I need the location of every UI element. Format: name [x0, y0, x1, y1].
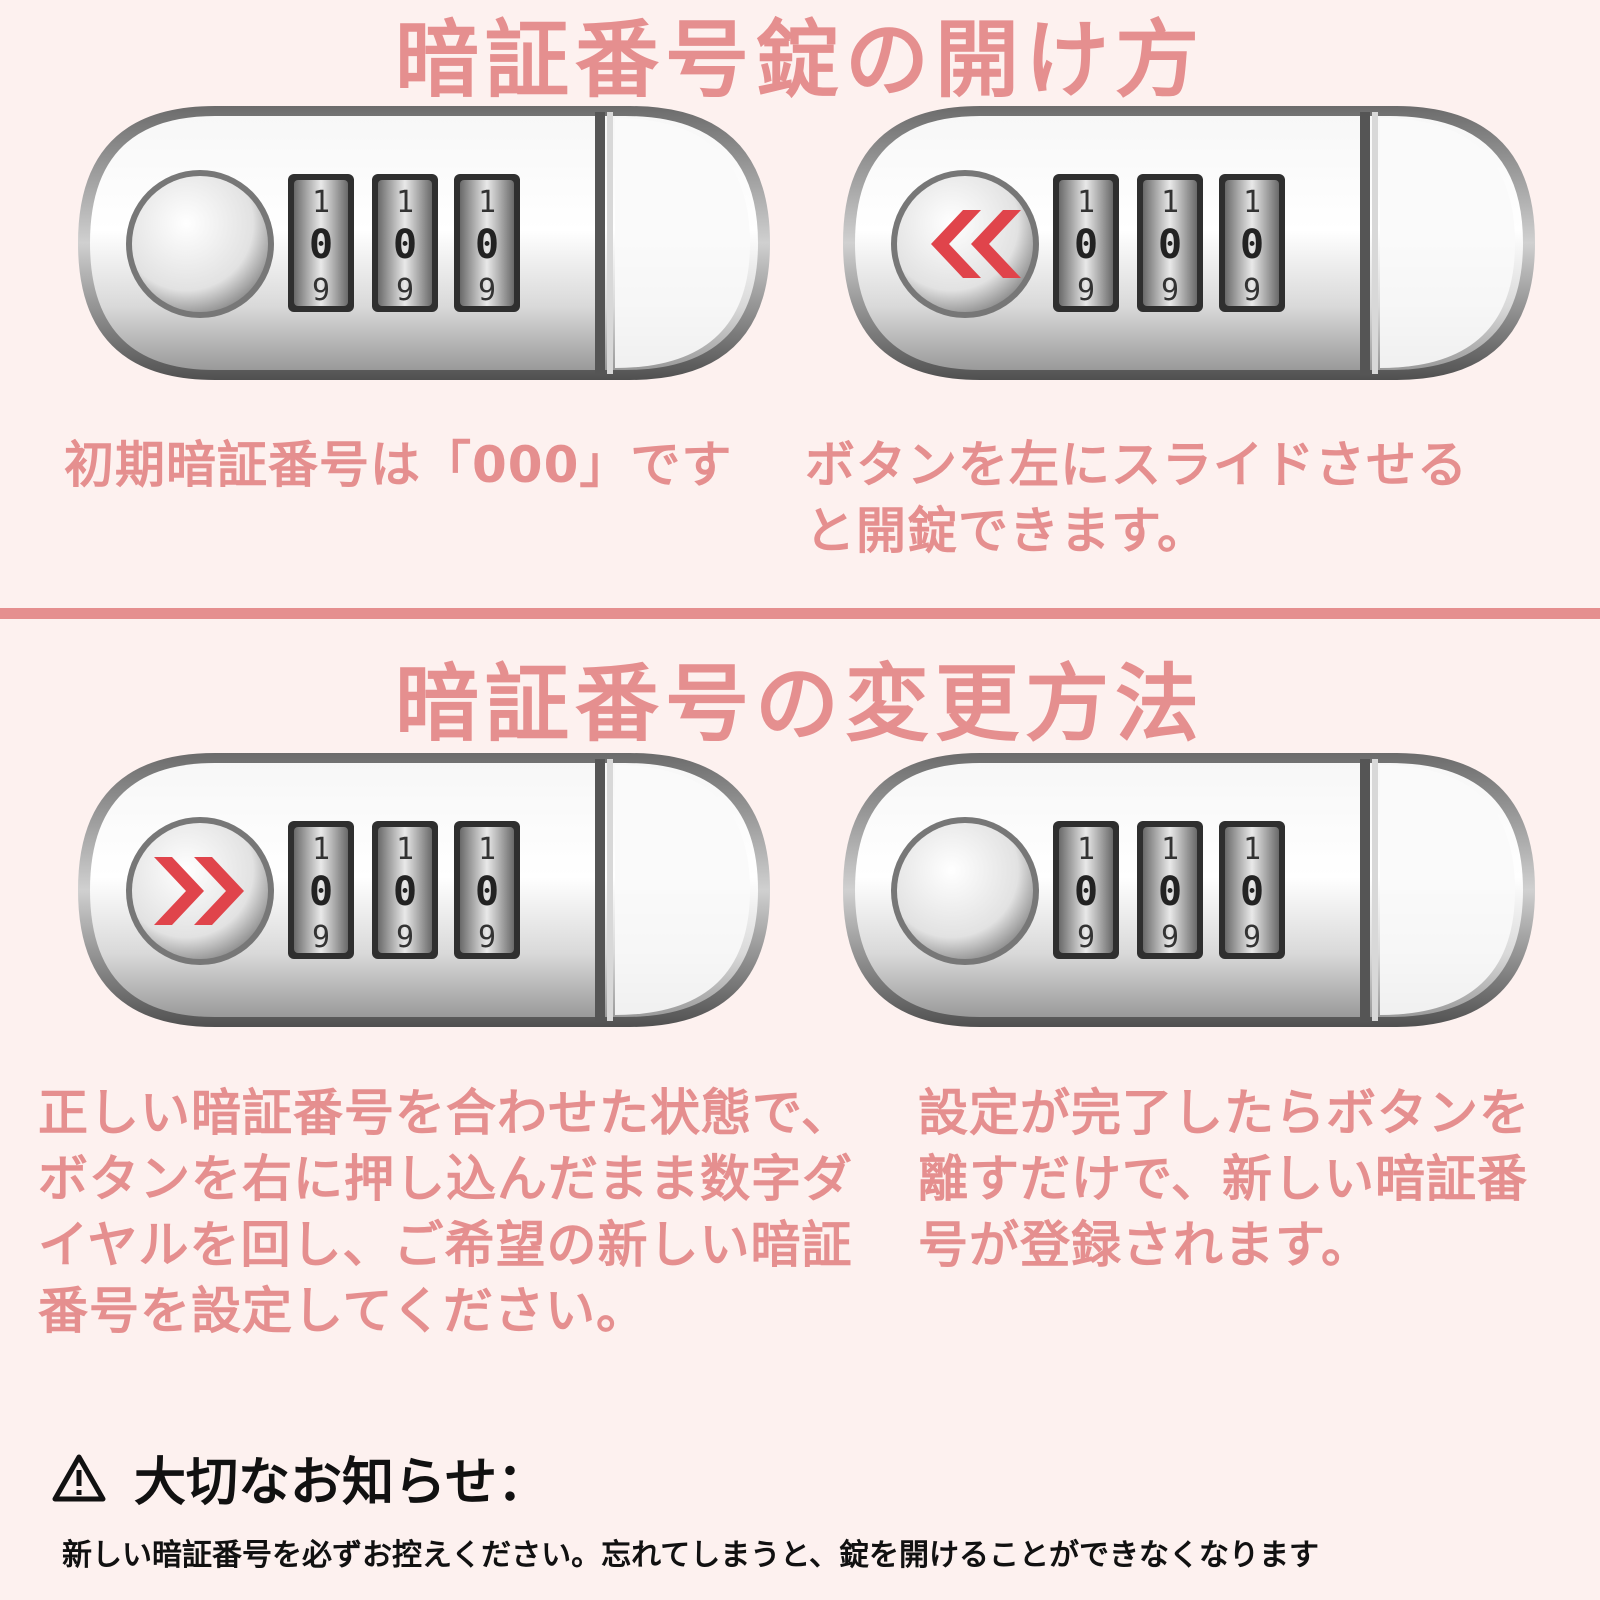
double-chevron-left-icon — [931, 210, 1021, 278]
section-divider — [0, 608, 1600, 619]
notice-title: 大切なお知らせ： — [134, 1453, 549, 1513]
caption-change-code: 正しい暗証番号を合わせた状態で、ボタンを右に押し込んだまま数字ダイヤルを回し、ご… — [38, 1084, 853, 1340]
lock-illustration-slide-left — [835, 98, 1555, 388]
lock-illustration-set — [835, 745, 1555, 1035]
lock-svg-3 — [70, 745, 790, 1035]
caption-slide-to-open: ボタンを左にスライドさせると開錠できます。 — [805, 436, 1468, 560]
section1-title: 暗証番号錠の開け方 — [394, 11, 1205, 109]
caption-release-button: 設定が完了したらボタンを離すだけで、新しい暗証番号が登録されます。 — [918, 1084, 1530, 1274]
caption-default-code: 初期暗証番号は「000」です — [64, 436, 733, 494]
lock-illustration-slide-right — [70, 745, 790, 1035]
section2-title: 暗証番号の変更方法 — [394, 655, 1205, 753]
lock-svg-1 — [70, 98, 790, 388]
double-chevron-right-icon — [154, 857, 244, 925]
lock-illustration-closed — [70, 98, 790, 388]
lock-svg-4 — [835, 745, 1555, 1035]
notice-heading: 大切なお知らせ： — [52, 1440, 549, 1515]
notice-text: 新しい暗証番号を必ずお控えください。忘れてしまうと、錠を開けることができなくなり… — [62, 1538, 1319, 1573]
lock-svg-2 — [835, 98, 1555, 388]
warning-icon — [52, 1454, 106, 1502]
